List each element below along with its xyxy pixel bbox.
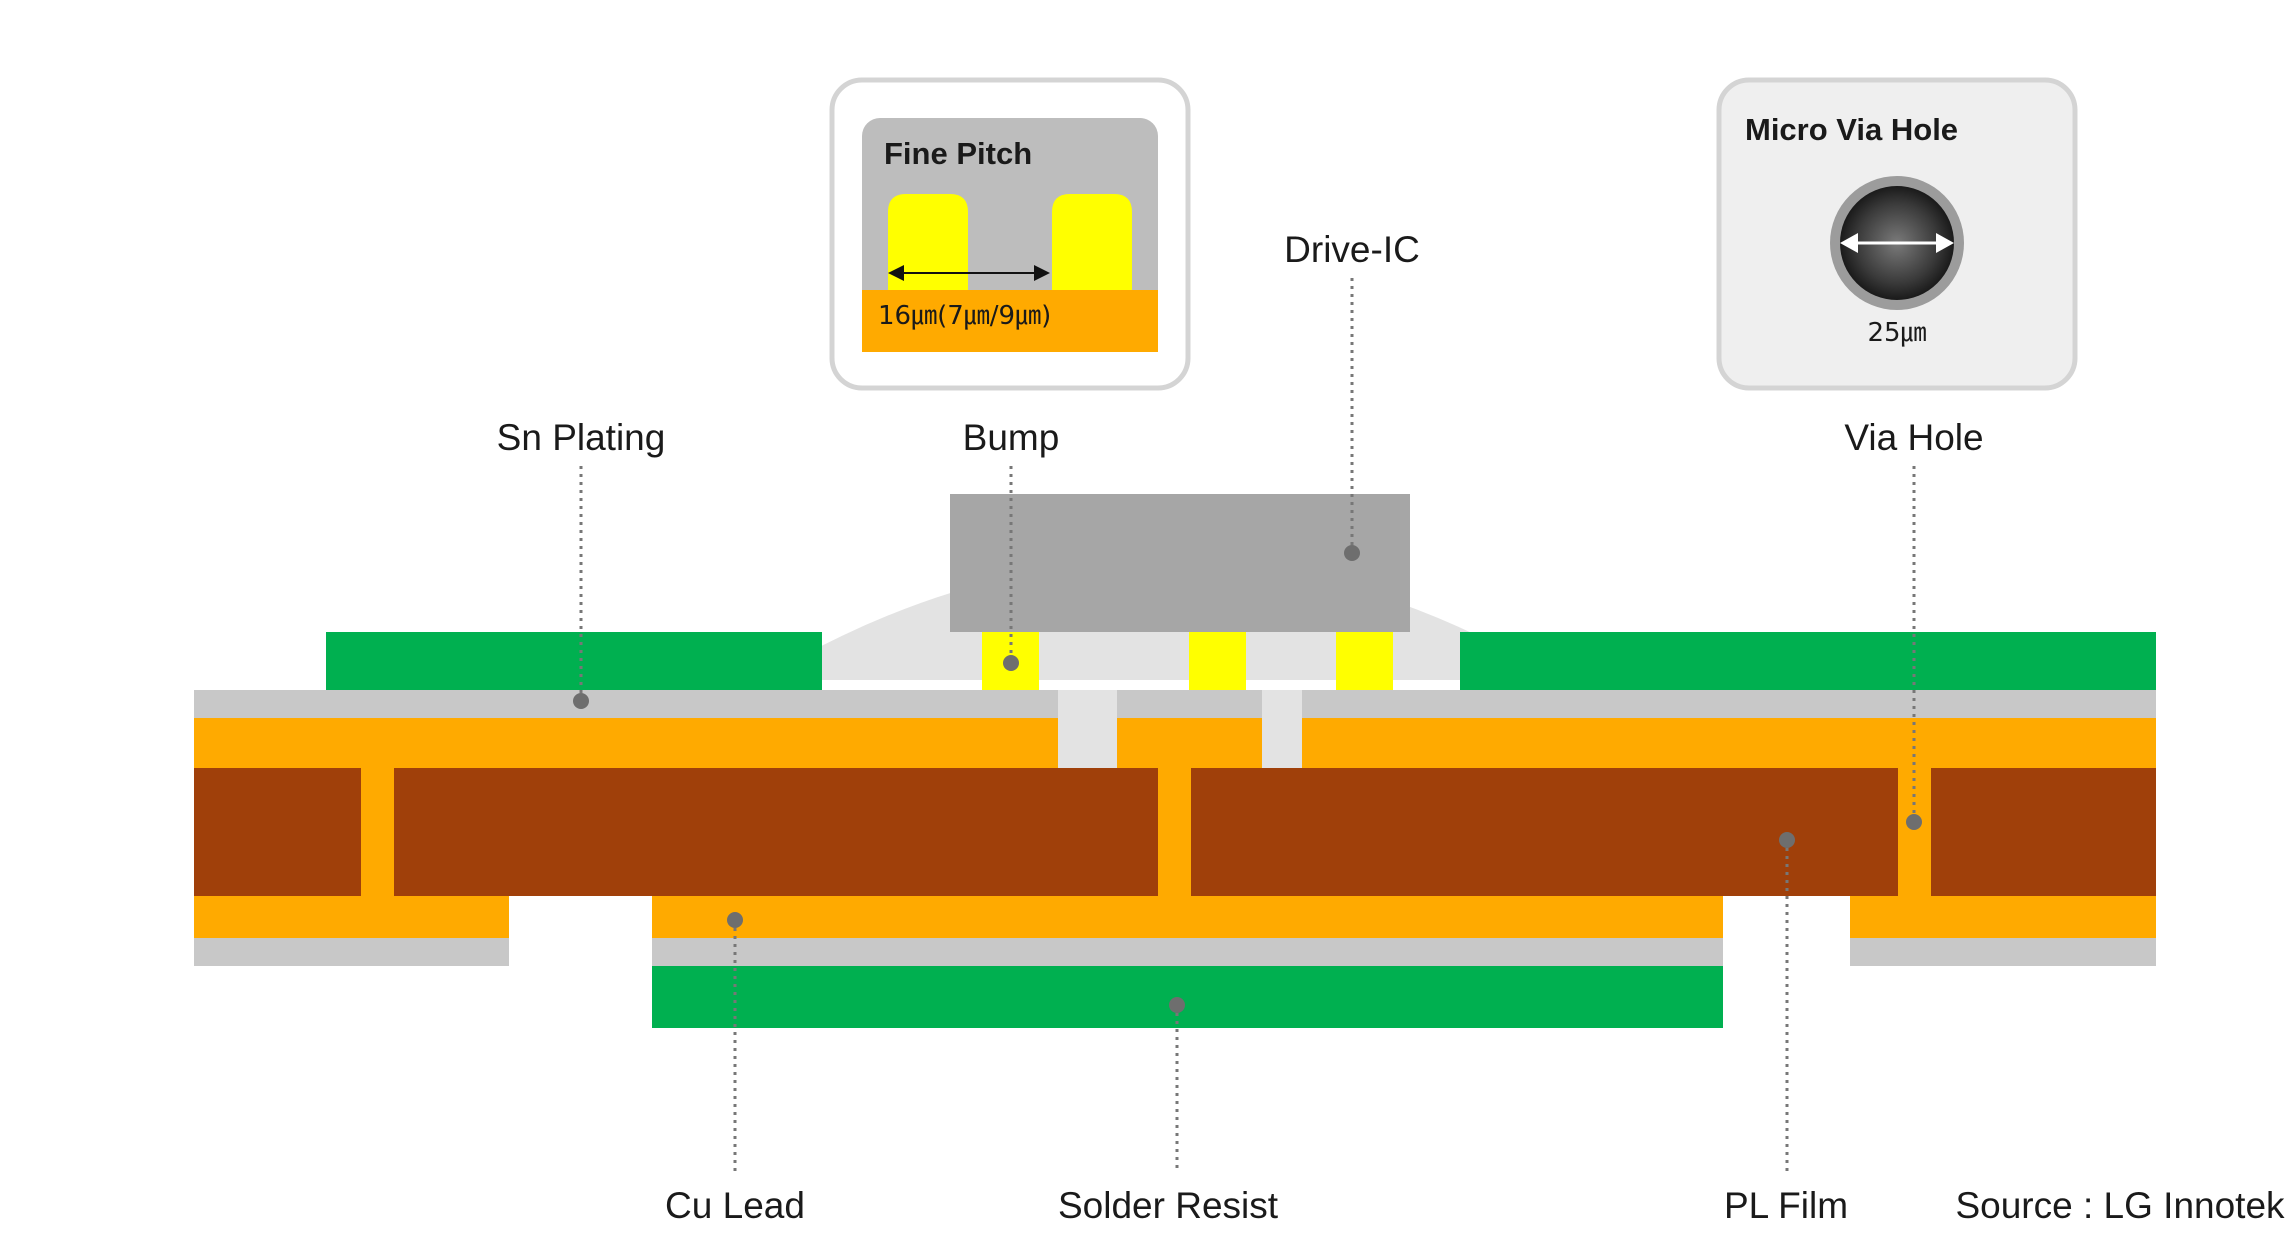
label-bump: Bump bbox=[963, 417, 1060, 458]
sn-plating-top-1 bbox=[194, 690, 1058, 718]
drive-ic-chip bbox=[950, 494, 1410, 632]
label-cu-lead: Cu Lead bbox=[665, 1185, 805, 1226]
fine-pitch-bump-right bbox=[1052, 194, 1132, 290]
fine-pitch-base bbox=[862, 290, 1158, 352]
underfill-gap-2 bbox=[1262, 690, 1302, 768]
fine-pitch-title: Fine Pitch bbox=[884, 136, 1032, 171]
cu-lead-bottom-2 bbox=[652, 896, 1723, 938]
micro-via-inset: Micro Via Hole 25㎛ bbox=[1716, 77, 2078, 391]
cu-lead-top-1 bbox=[194, 718, 1058, 768]
dot-pl-film bbox=[1779, 832, 1795, 848]
sn-plating-bottom-3 bbox=[1850, 938, 2156, 966]
solder-resist-bottom bbox=[652, 966, 1723, 1028]
cu-lead-top-2 bbox=[1117, 718, 1262, 768]
bump-3 bbox=[1336, 632, 1393, 690]
cu-lead-top-3 bbox=[1302, 718, 2156, 768]
bump-2 bbox=[1189, 632, 1246, 690]
solder-resist-top-right bbox=[1460, 632, 2156, 690]
solder-resist-top-left bbox=[326, 632, 822, 690]
via-3 bbox=[1898, 768, 1931, 896]
fine-pitch-dimension: 16㎛(7㎛/9㎛) bbox=[878, 301, 1051, 331]
label-solder-resist: Solder Resist bbox=[1058, 1185, 1279, 1226]
micro-via-title: Micro Via Hole bbox=[1745, 112, 1958, 147]
sn-plating-bottom-2 bbox=[652, 938, 1723, 966]
cu-lead-bottom-3 bbox=[1850, 896, 2156, 938]
sn-plating-bottom-1 bbox=[194, 938, 509, 966]
via-arrow-left bbox=[1840, 233, 1858, 253]
fine-pitch-bump-left bbox=[888, 194, 968, 290]
via-arrow-right bbox=[1936, 233, 1954, 253]
micro-via-dimension: 25㎛ bbox=[1867, 318, 1926, 348]
dot-via-hole bbox=[1906, 814, 1922, 830]
arrow-right-head bbox=[1034, 265, 1050, 281]
label-sn-plating: Sn Plating bbox=[497, 417, 666, 458]
source-credit: Source : LG Innotek bbox=[1955, 1185, 2285, 1226]
via-1 bbox=[361, 768, 394, 896]
dot-bump bbox=[1003, 655, 1019, 671]
label-pl-film: PL Film bbox=[1724, 1185, 1848, 1226]
cu-lead-bottom-1 bbox=[194, 896, 509, 938]
dot-drive-ic bbox=[1344, 545, 1360, 561]
label-via-hole: Via Hole bbox=[1844, 417, 1983, 458]
underfill-gap-1 bbox=[1058, 690, 1117, 768]
dot-solder-resist bbox=[1169, 997, 1185, 1013]
via-2 bbox=[1158, 768, 1191, 896]
sn-plating-top-3 bbox=[1302, 690, 2156, 718]
fine-pitch-inset: Fine Pitch 16㎛(7㎛/9㎛) bbox=[829, 77, 1191, 391]
arrow-left-head bbox=[888, 265, 904, 281]
dot-cu-lead bbox=[727, 912, 743, 928]
dot-sn-plating bbox=[573, 693, 589, 709]
label-drive-ic: Drive-IC bbox=[1284, 229, 1420, 270]
sn-plating-top-2 bbox=[1117, 690, 1262, 718]
